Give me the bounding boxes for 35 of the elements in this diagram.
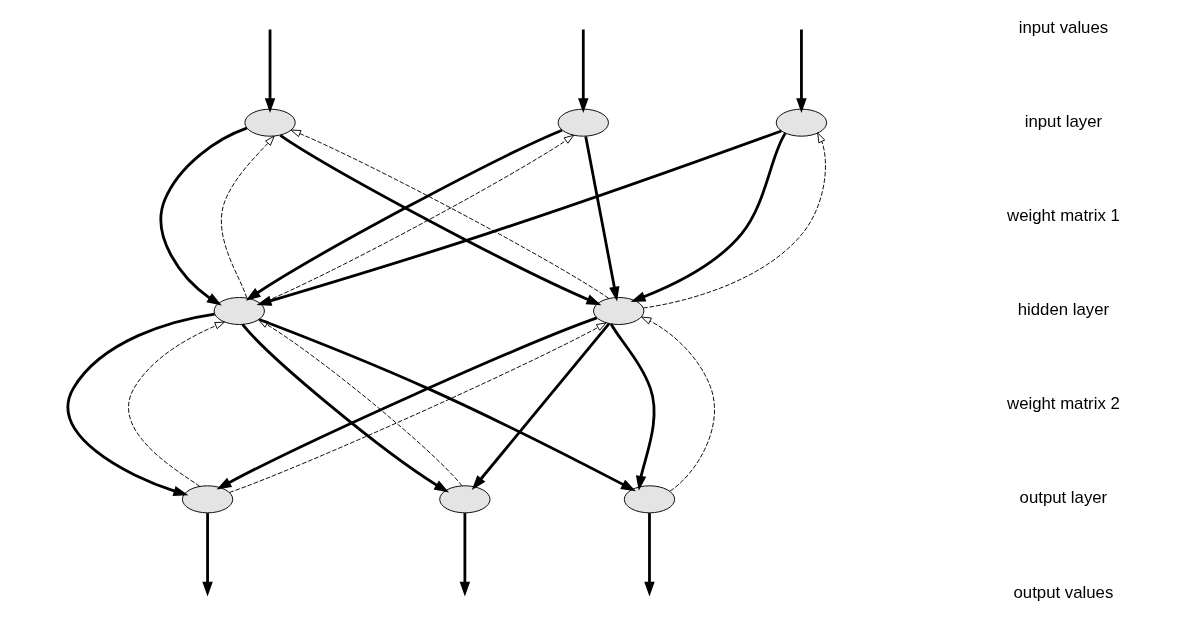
arrow [796, 29, 807, 114]
node-circle [244, 108, 296, 137]
arrow [641, 316, 715, 492]
label: input layer [1024, 111, 1103, 131]
arrow [584, 136, 620, 302]
arrow [256, 129, 782, 306]
arrow [471, 322, 611, 490]
label: weight matrix 1 [1007, 205, 1120, 225]
arrow [128, 321, 225, 487]
arrow [241, 323, 450, 493]
node-circle [439, 485, 491, 514]
node-circle [775, 108, 828, 137]
node-circle [557, 108, 609, 137]
label: output layer [1019, 488, 1108, 508]
arrow [258, 318, 636, 492]
arrow [578, 29, 589, 114]
node-circle [181, 485, 234, 514]
arrow [258, 319, 463, 487]
label: hidden layer [1017, 300, 1110, 320]
arrow [642, 132, 826, 309]
label: output values [1013, 582, 1114, 602]
node-circle [623, 485, 676, 514]
arrow [264, 29, 276, 114]
arrow [459, 513, 471, 597]
node-circle [593, 297, 645, 325]
arrow [630, 132, 787, 302]
label: input values [1018, 17, 1109, 37]
node-circle [213, 297, 265, 325]
arrow [609, 323, 656, 491]
arrow [159, 126, 248, 306]
arrow [644, 513, 655, 597]
arrow [220, 135, 275, 299]
arrow [202, 513, 213, 597]
label: weight matrix 2 [1007, 394, 1120, 414]
arrow [66, 312, 215, 497]
